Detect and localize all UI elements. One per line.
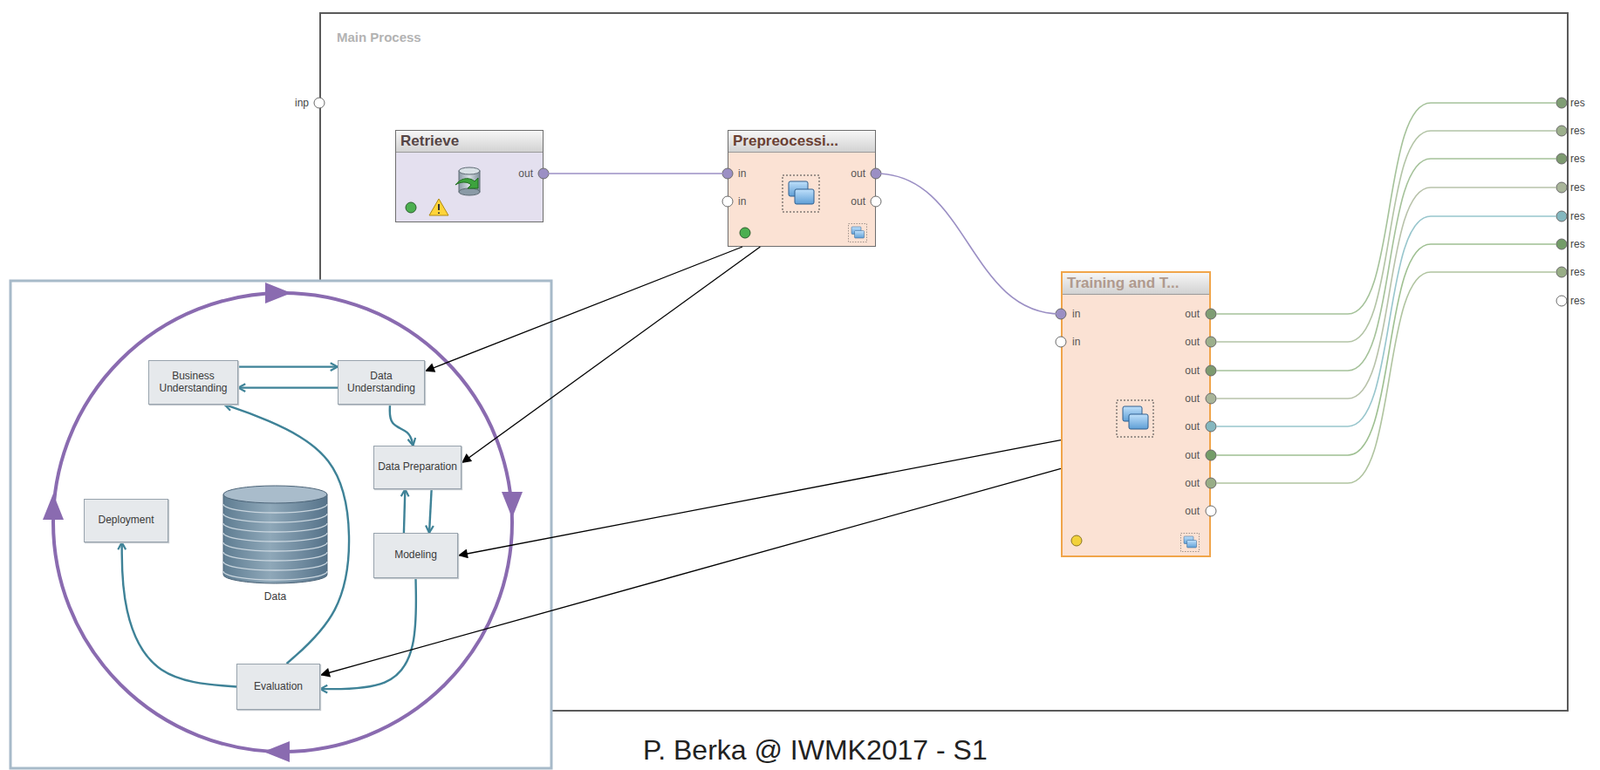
port-name: res	[1570, 96, 1586, 110]
operator-box: Prepreocessi... in in out out	[727, 129, 876, 247]
port-name: res	[1570, 181, 1586, 194]
port-name: res	[1570, 124, 1586, 137]
data-label: Data	[221, 590, 329, 603]
port-label: out	[1184, 476, 1200, 491]
slide-caption: P. Berka @ IWMK2017 - S1	[642, 734, 988, 766]
port-name: res	[1570, 210, 1586, 223]
phase-label: Data Understanding	[341, 370, 422, 396]
phase-label: Evaluation	[253, 681, 303, 694]
port-label: in	[1072, 335, 1081, 349]
operator-title: Retrieve	[396, 130, 543, 153]
port-label: out	[1184, 335, 1200, 349]
port-label: out	[1184, 391, 1200, 406]
operator-title: Prepreocessi...	[728, 130, 876, 153]
port-label: in	[738, 166, 746, 181]
process-panel: Main ProcessRetrieve out Prepreocessi... in…	[319, 12, 1569, 712]
port-name: res	[1570, 266, 1586, 279]
port-label: out	[1184, 504, 1200, 519]
operator-box: Training and T... in in out out out out out out o…	[1060, 271, 1211, 558]
port-name: res	[1570, 294, 1586, 308]
operator-title: Training and T...	[1062, 273, 1210, 295]
port-label: out	[1184, 363, 1200, 378]
port-name: res	[1570, 152, 1586, 165]
port-label: out	[1184, 419, 1200, 434]
port-label: in	[1072, 307, 1081, 322]
port-label: out	[1184, 448, 1200, 463]
data-cylinder: Data	[221, 485, 329, 608]
phase-box: Modeling	[373, 533, 459, 579]
phase-box: Data Understanding	[337, 360, 425, 405]
phase-box: Deployment	[83, 499, 169, 543]
phase-label: Deployment	[97, 514, 154, 527]
port-label: out	[1184, 307, 1200, 322]
panel-title: Main Process	[336, 29, 422, 45]
port-label: in	[738, 194, 746, 209]
phase-label: Data Preparation	[377, 461, 458, 474]
phase-label: Business Understanding	[151, 370, 235, 396]
port-label: out	[850, 194, 866, 209]
port-name: inp	[294, 96, 309, 110]
phase-box: Business Understanding	[148, 360, 239, 405]
phase-box: Evaluation	[236, 663, 321, 711]
phase-label: Modeling	[394, 549, 438, 562]
port-name: res	[1570, 238, 1586, 251]
phase-box: Data Preparation	[373, 445, 462, 490]
operator-box: Retrieve out	[395, 129, 544, 223]
phase-arrow	[122, 542, 237, 688]
port-label: out	[518, 166, 534, 181]
port-label: out	[850, 166, 866, 181]
cylinder-shape	[221, 485, 329, 587]
